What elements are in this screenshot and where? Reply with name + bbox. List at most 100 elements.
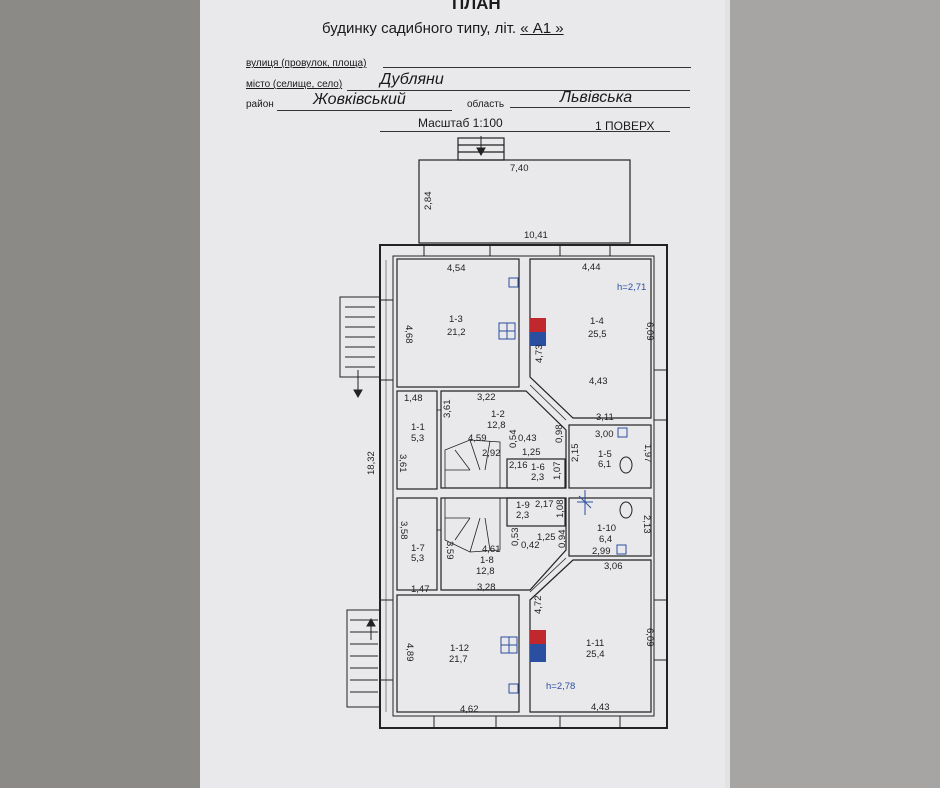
room-area-1-3: 21,2 [447,327,466,338]
room-area-1-11: 25,4 [586,649,605,660]
scale-label: Масштаб 1:100 [418,116,503,130]
dim-1-11-bottom: 4,43 [591,702,610,713]
room-id-1-11: 1-11 [586,638,604,649]
scale-underline [380,131,580,132]
radiator-icon-1-3 [498,322,516,340]
room-area-1-10: 6,4 [599,534,612,545]
room-id-1-7: 1-7 [411,543,425,554]
dim-148: 1,48 [404,393,423,404]
room-area-1-4: 25,5 [588,329,607,340]
socket-icon-1-3 [508,277,519,288]
dim-053: 0,53 [510,528,521,547]
room-1-3-outline [396,258,520,388]
room-area-1-5: 6,1 [598,459,611,470]
district-field-line [277,110,452,111]
socket-icon-1-12 [508,683,519,694]
room-1-1-outline [396,390,438,490]
dim-299: 2,99 [592,546,611,557]
dim-213: 2,13 [641,515,652,534]
dim-054: 0,54 [508,430,519,449]
dim-459: 4,59 [468,433,487,444]
room-1-9-outline [506,497,566,527]
city-value: Дубляни [380,71,444,88]
page-title: ПЛАН [452,0,501,13]
dim-042: 0,42 [521,540,540,551]
room-1-12-outline [396,594,520,713]
room-id-1-3: 1-3 [449,314,463,325]
dim-1-4-inner: 4,73 [534,345,545,364]
room-1-6-outline [506,458,566,489]
dim-472: 4,72 [533,596,544,615]
page-subtitle: будинку садибного типу, літ. « А1 » [322,20,564,37]
scale-underline-right [580,131,670,132]
dim-125b: 1,25 [537,532,556,543]
dim-358: 3,58 [398,521,409,540]
room-area-1-1: 5,3 [411,433,424,444]
dim-489: 4,89 [404,643,415,662]
dim-300: 3,00 [595,429,614,440]
staircase-upper [444,439,501,488]
window-marks [380,245,667,728]
side-porch-steps [339,296,381,708]
room-id-1-4: 1-4 [590,316,604,327]
room-1-10-outline [568,497,652,557]
room-1-4-outline [529,258,652,419]
entry-arrow-icon [353,136,486,640]
dim-328: 3,28 [477,582,496,593]
house-outer-walls [379,244,668,729]
room-id-1-1: 1-1 [411,422,425,433]
dim-609b: 6,09 [644,628,655,647]
dim-1832: 18,32 [366,451,377,475]
room-id-1-12: 1-12 [450,643,469,654]
sink-icon [577,490,593,515]
dim-1-4-bottom: 4,43 [589,376,608,387]
dim-322: 3,22 [477,392,496,403]
stove-icon-upper [530,318,546,346]
dim-147: 1,47 [411,584,430,595]
room-area-1-6: 2,3 [531,472,544,483]
city-field-line [347,90,690,91]
room-1-11-outline [529,559,652,713]
toilet-icon-upper [619,456,633,474]
room-id-1-8: 1-8 [480,555,494,566]
dim-361b: 3,61 [397,454,408,473]
dim-197: 1,97 [642,444,653,463]
room-id-1-10: 1-10 [597,523,616,534]
floor-label: 1 ПОВЕРХ [595,119,655,133]
room-id-1-9: 1-9 [516,500,530,511]
region-label: область [467,99,505,110]
street-label: вулиця (провулок, площа) [246,58,367,69]
dim-1-4-top: 4,44 [582,262,601,273]
dim-215: 2,15 [570,444,581,463]
dim-107: 1,07 [552,462,563,481]
dim-216: 2,16 [509,460,528,471]
subtitle-prefix: будинку садибного типу, літ. [322,20,517,37]
dim-306: 3,06 [604,561,623,572]
district-value: Жовківський [313,91,406,108]
dim-1-11-height: h=2,78 [546,681,575,692]
room-id-1-6: 1-6 [531,462,545,473]
stove-icon-lower [530,630,546,662]
dim-098: 0,98 [554,425,565,444]
staircase-lower [444,498,501,553]
room-id-1-2: 1-2 [491,409,505,420]
room-1-5-outline [568,424,652,489]
room-area-1-12: 21,7 [449,654,468,665]
door-swing-marks [437,384,567,593]
dim-359: 3,59 [444,541,455,560]
background-sheet [725,0,940,788]
region-value: Львівська [560,89,633,106]
region-field-line [510,107,690,108]
street-field-line [383,67,691,68]
terrace-outline [418,159,631,244]
dim-house-width: 10,41 [524,230,548,241]
toilet-icon-lower [619,501,633,519]
dim-125a: 1,25 [522,447,541,458]
room-1-2-outline [440,390,567,489]
room-area-1-2: 12,8 [487,420,506,431]
room-area-1-9: 2,3 [516,510,529,521]
room-area-1-8: 12,8 [476,566,495,577]
room-area-1-7: 5,3 [411,553,424,564]
socket-icon-1-5 [617,427,628,438]
